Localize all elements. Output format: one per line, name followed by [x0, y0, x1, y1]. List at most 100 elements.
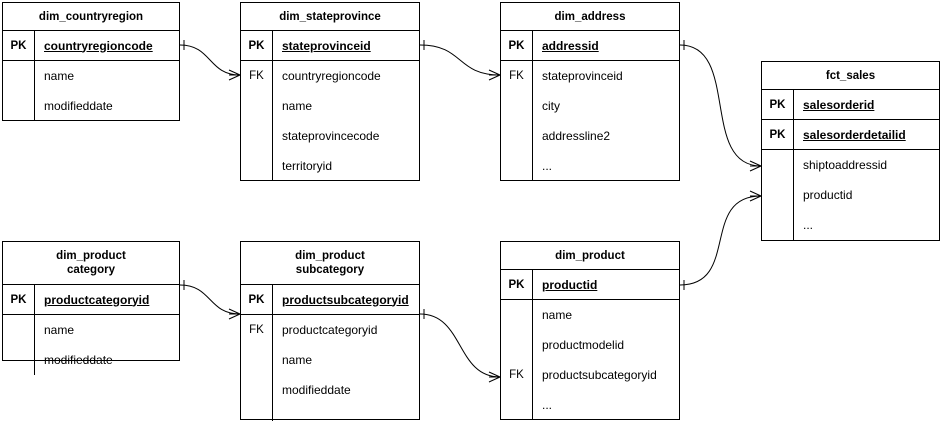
- key-tag: PK: [762, 90, 794, 119]
- attribute-item[interactable]: modifieddate: [282, 383, 351, 397]
- attribute-item[interactable]: city: [542, 99, 560, 113]
- entity-title-line: subcategory: [295, 264, 365, 276]
- attribute-item[interactable]: countryregioncode: [282, 69, 381, 83]
- entity-title-line: dim_address: [554, 10, 626, 23]
- key-name: salesorderid: [803, 97, 875, 112]
- attribute-item[interactable]: name: [44, 69, 75, 83]
- key-row[interactable]: PK countryregioncode: [3, 31, 179, 61]
- attribute-item[interactable]: stateprovincecode: [282, 129, 380, 143]
- foreign-key-tag: FK: [509, 369, 524, 381]
- key-name: productsubcategoryid: [282, 292, 409, 307]
- key-row[interactable]: PK salesorderid: [762, 90, 939, 120]
- attribute-item[interactable]: productid: [803, 188, 853, 202]
- attribute-item[interactable]: shiptoaddressid: [803, 158, 888, 172]
- attribute-item[interactable]: stateprovinceid: [542, 69, 623, 83]
- attribute-list: shiptoaddressid productid...: [794, 150, 939, 240]
- attribute-block: FK countryregioncode name stateprovincecode…: [241, 61, 419, 181]
- attribute-item[interactable]: territoryid: [282, 159, 333, 173]
- attribute-list: productcategoryid name modifieddate...: [273, 315, 419, 421]
- attribute-item[interactable]: name: [44, 323, 75, 337]
- key-name: countryregioncode: [44, 38, 153, 53]
- relationship-line: [419, 313, 501, 378]
- attribute-item[interactable]: name: [542, 308, 573, 322]
- attribute-item[interactable]: productmodelid: [542, 338, 625, 352]
- attribute-item[interactable]: modifieddate: [44, 353, 113, 367]
- relationship-rel-productcategory-subcategory[interactable]: [179, 280, 241, 320]
- relationship-line: [419, 44, 501, 76]
- key-name: stateprovinceid: [282, 38, 371, 53]
- cardinality-many-marker: [749, 160, 762, 172]
- entity-title-line: fct_sales: [825, 69, 876, 82]
- foreign-key-tag: FK: [249, 70, 264, 82]
- relationship-line: [679, 44, 762, 167]
- key-tag: PK: [3, 31, 35, 60]
- attribute-block: name modifieddate: [3, 61, 179, 121]
- entity-title: dim_address: [501, 3, 679, 31]
- key-tag: PK: [241, 285, 273, 314]
- attribute-item[interactable]: productcategoryid: [282, 323, 378, 337]
- key-name: productcategoryid: [44, 292, 150, 307]
- entity-title-line: category: [67, 264, 115, 276]
- key-name: addressid: [542, 38, 599, 53]
- cardinality-many-marker: [228, 308, 241, 320]
- attribute-tag-column: FK: [241, 315, 273, 421]
- relationship-rel-address-fctsales[interactable]: [679, 40, 762, 172]
- entity-title: dim_product: [501, 242, 679, 270]
- foreign-key-tag: FK: [249, 324, 264, 336]
- attribute-block: FK stateprovinceid city addressline2...: [501, 61, 679, 181]
- key-row[interactable]: PK salesorderdetailid: [762, 120, 939, 150]
- key-name: salesorderdetailid: [803, 127, 906, 142]
- attribute-block: name modifieddate: [3, 315, 179, 375]
- attribute-block: FK productcategoryid name modifieddate...: [241, 315, 419, 421]
- entity-title: dim_stateprovince: [241, 3, 419, 31]
- key-name: productid: [542, 277, 598, 292]
- attribute-list: stateprovinceid city addressline2...: [533, 61, 679, 181]
- relationship-rel-stateprovince-address[interactable]: [419, 40, 501, 81]
- cardinality-many-marker: [749, 190, 762, 202]
- attribute-item[interactable]: ...: [542, 398, 553, 412]
- key-row[interactable]: PK productsubcategoryid: [241, 285, 419, 315]
- attribute-tag-column: [762, 150, 794, 240]
- relationship-rel-product-fctsales[interactable]: [679, 190, 762, 290]
- attribute-item[interactable]: name: [282, 99, 313, 113]
- entity-title-line: dim_countryregion: [38, 10, 144, 23]
- relationship-rel-subcategory-product[interactable]: [419, 309, 501, 383]
- cardinality-many-marker: [488, 69, 501, 81]
- attribute-tag-column: [3, 61, 35, 121]
- attribute-item[interactable]: modifieddate: [44, 99, 113, 113]
- attribute-item[interactable]: name: [282, 353, 313, 367]
- attribute-list: name modifieddate: [35, 315, 179, 375]
- entity-title: dim_product subcategory: [241, 242, 419, 285]
- attribute-tag-column: [3, 315, 35, 375]
- attribute-list: name modifieddate: [35, 61, 179, 121]
- attribute-item[interactable]: ...: [803, 218, 814, 232]
- relationship-line: [179, 44, 241, 76]
- attribute-item[interactable]: ...: [282, 413, 293, 421]
- attribute-list: countryregioncode name stateprovincecode te…: [273, 61, 419, 181]
- attribute-block: shiptoaddressid productid...: [762, 150, 939, 240]
- attribute-item[interactable]: addressline2: [542, 129, 611, 143]
- attribute-tag-column: FK: [501, 61, 533, 181]
- relationship-rel-countryregion-stateprovince[interactable]: [179, 40, 241, 81]
- entity-title: fct_sales: [762, 62, 939, 90]
- attribute-item[interactable]: productsubcategoryid: [542, 368, 657, 382]
- attribute-item[interactable]: ...: [542, 159, 553, 173]
- attribute-tag-column: FK: [501, 300, 533, 420]
- key-tag: PK: [762, 120, 794, 149]
- foreign-key-tag: FK: [509, 70, 524, 82]
- entity-title-line: dim_product: [295, 250, 365, 262]
- entity-title-line: dim_product: [555, 249, 625, 262]
